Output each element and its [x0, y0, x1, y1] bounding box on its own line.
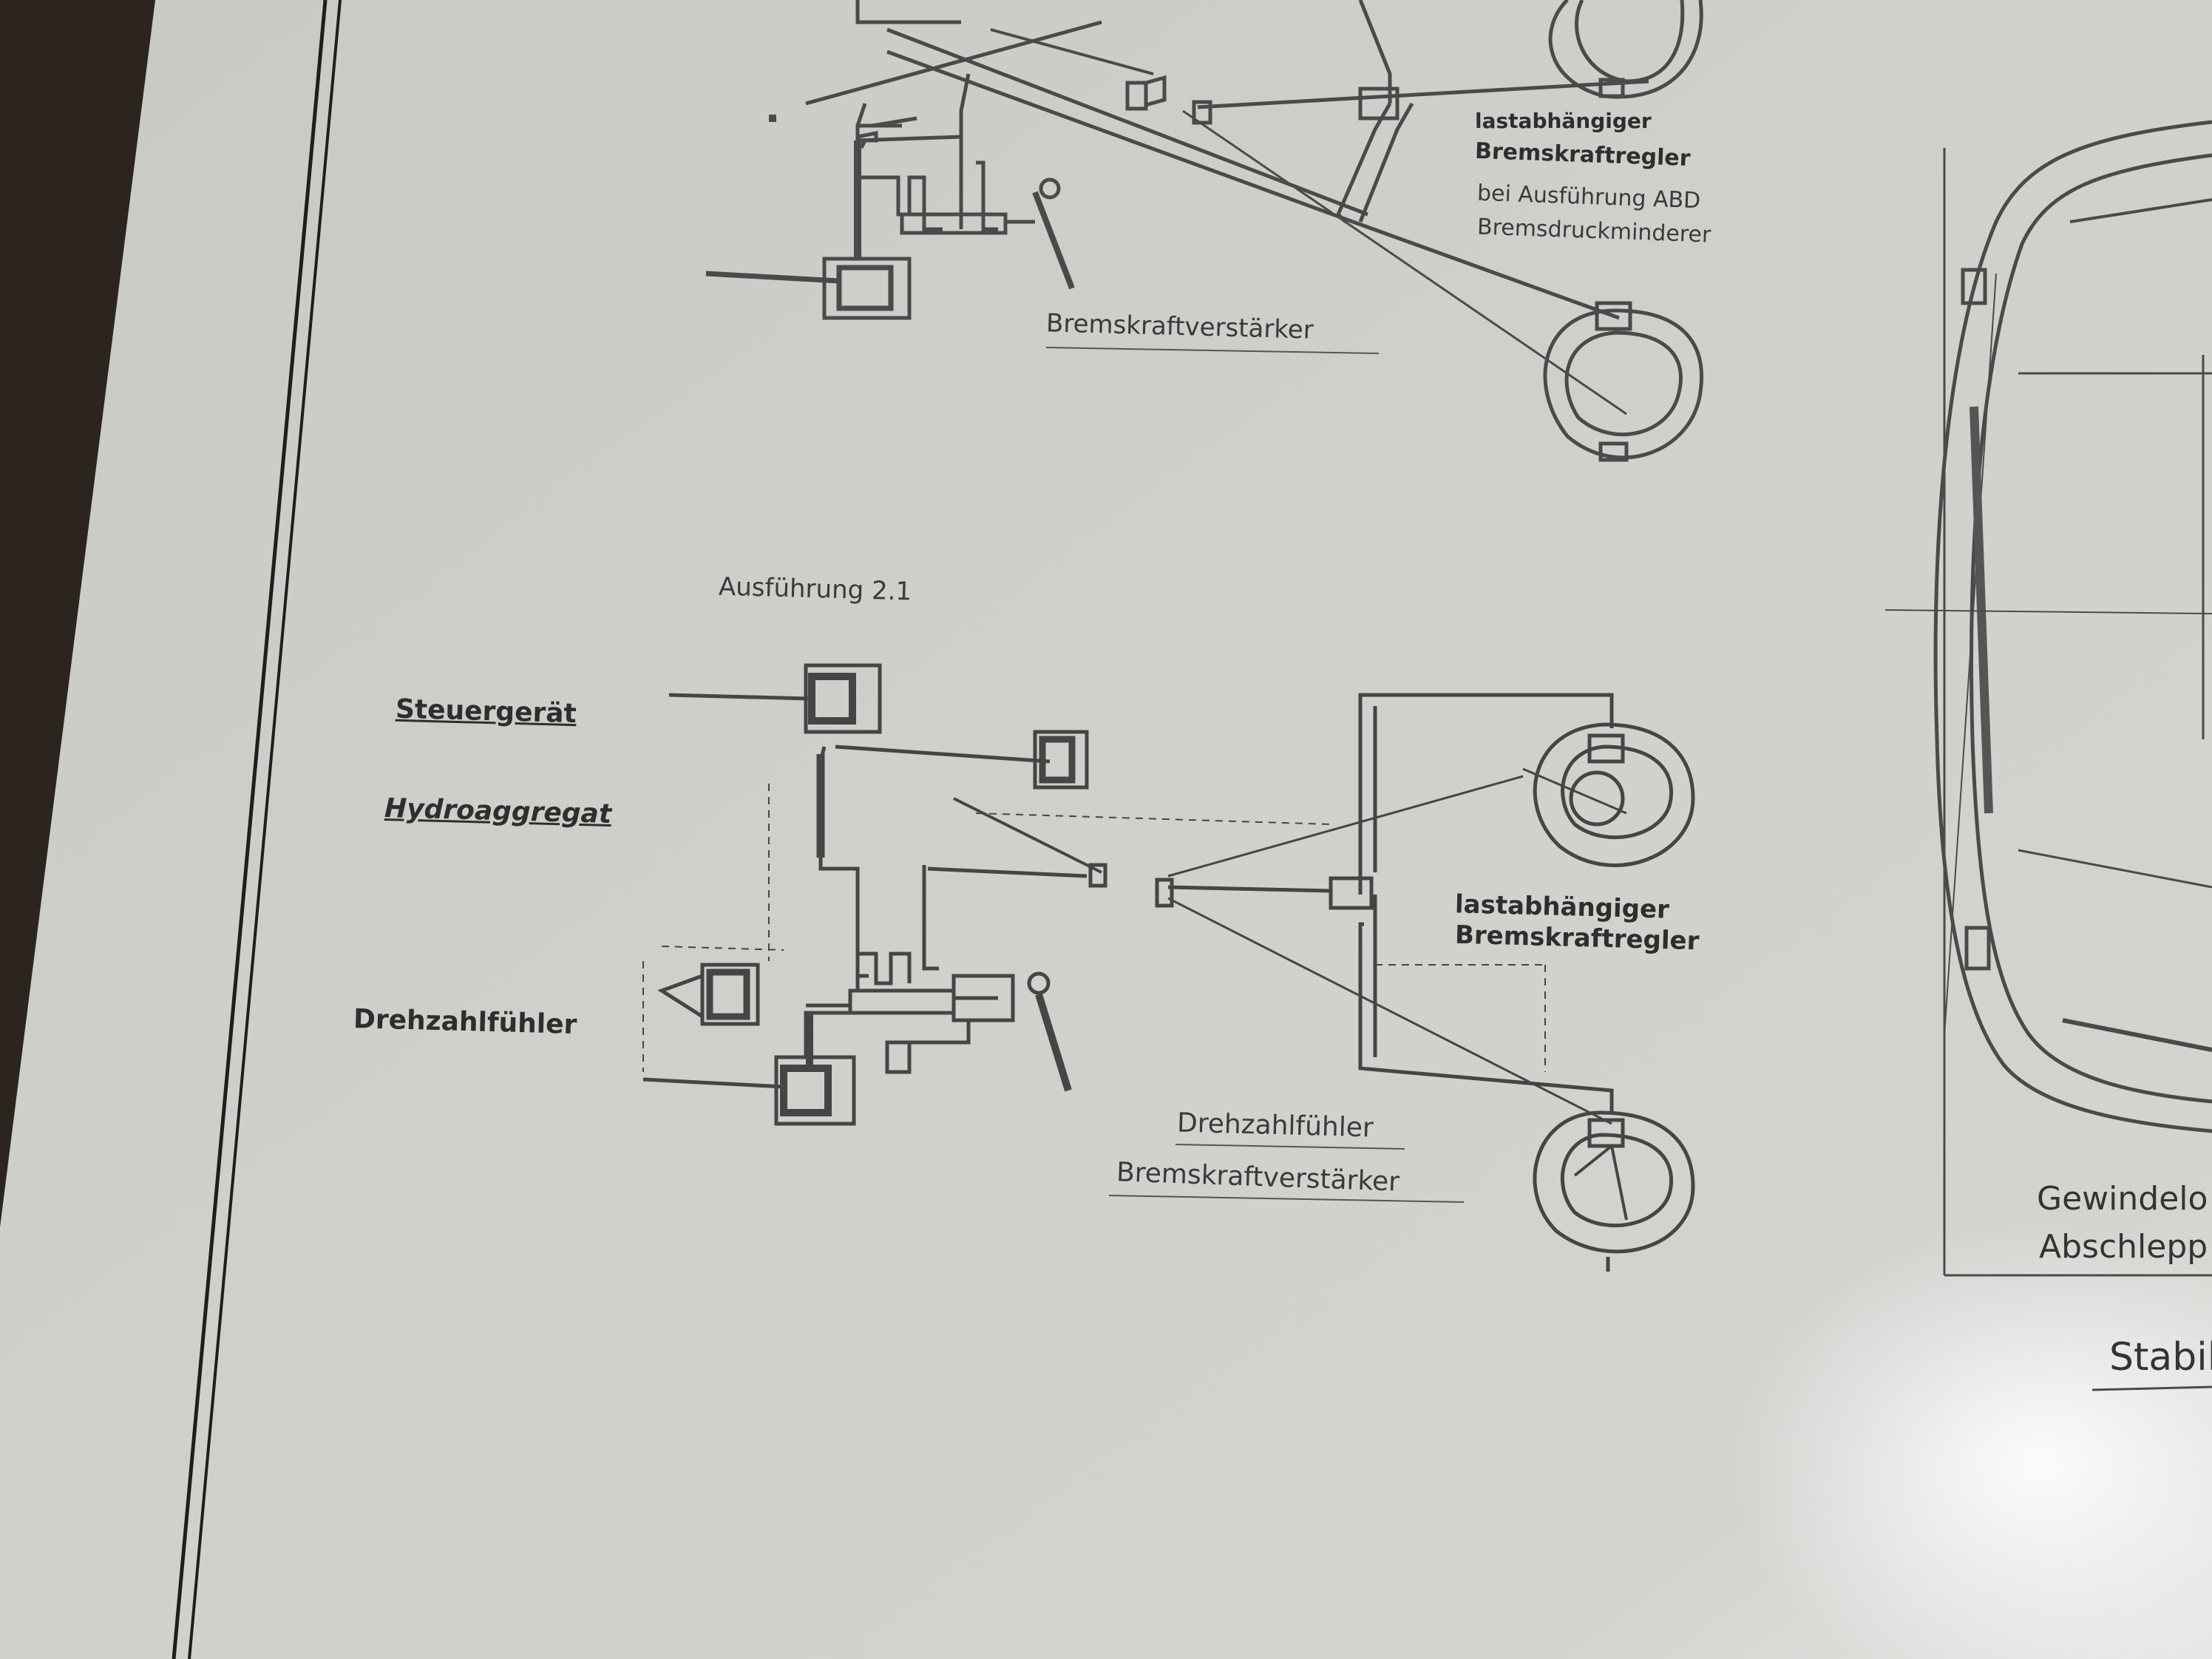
control-unit-label: Steuergerät [395, 693, 577, 730]
bottom-diagram-title: Ausführung 2.1 [718, 571, 912, 607]
side-panel-drawing [1884, 120, 2212, 1391]
right-speed-sensor-label: Drehzahlfühler [1176, 1107, 1374, 1144]
hydraulic-unit-label: Hydroaggregat [384, 793, 612, 830]
bottom-load-regulator-label-2: Bremskraftregler [1454, 920, 1700, 957]
top-brake-diagram [705, 0, 1703, 462]
bottom-brake-diagram [642, 663, 1695, 1272]
left-speed-sensor-label: Drehzahlfühler [353, 1004, 577, 1040]
light-glare [1730, 1220, 2212, 1659]
page-border [172, 0, 342, 1659]
side-heading: Stabil [2109, 1335, 2212, 1380]
top-load-regulator-label-1: lastabhängiger [1475, 109, 1652, 133]
bottom-load-regulator-label-1: lastabhängiger [1454, 889, 1670, 925]
side-caption-line-2: Abschlepp [2039, 1228, 2208, 1266]
side-caption-line-1: Gewindelo [2037, 1180, 2208, 1218]
top-booster-label: Bremskraftverstärker [1045, 308, 1314, 345]
